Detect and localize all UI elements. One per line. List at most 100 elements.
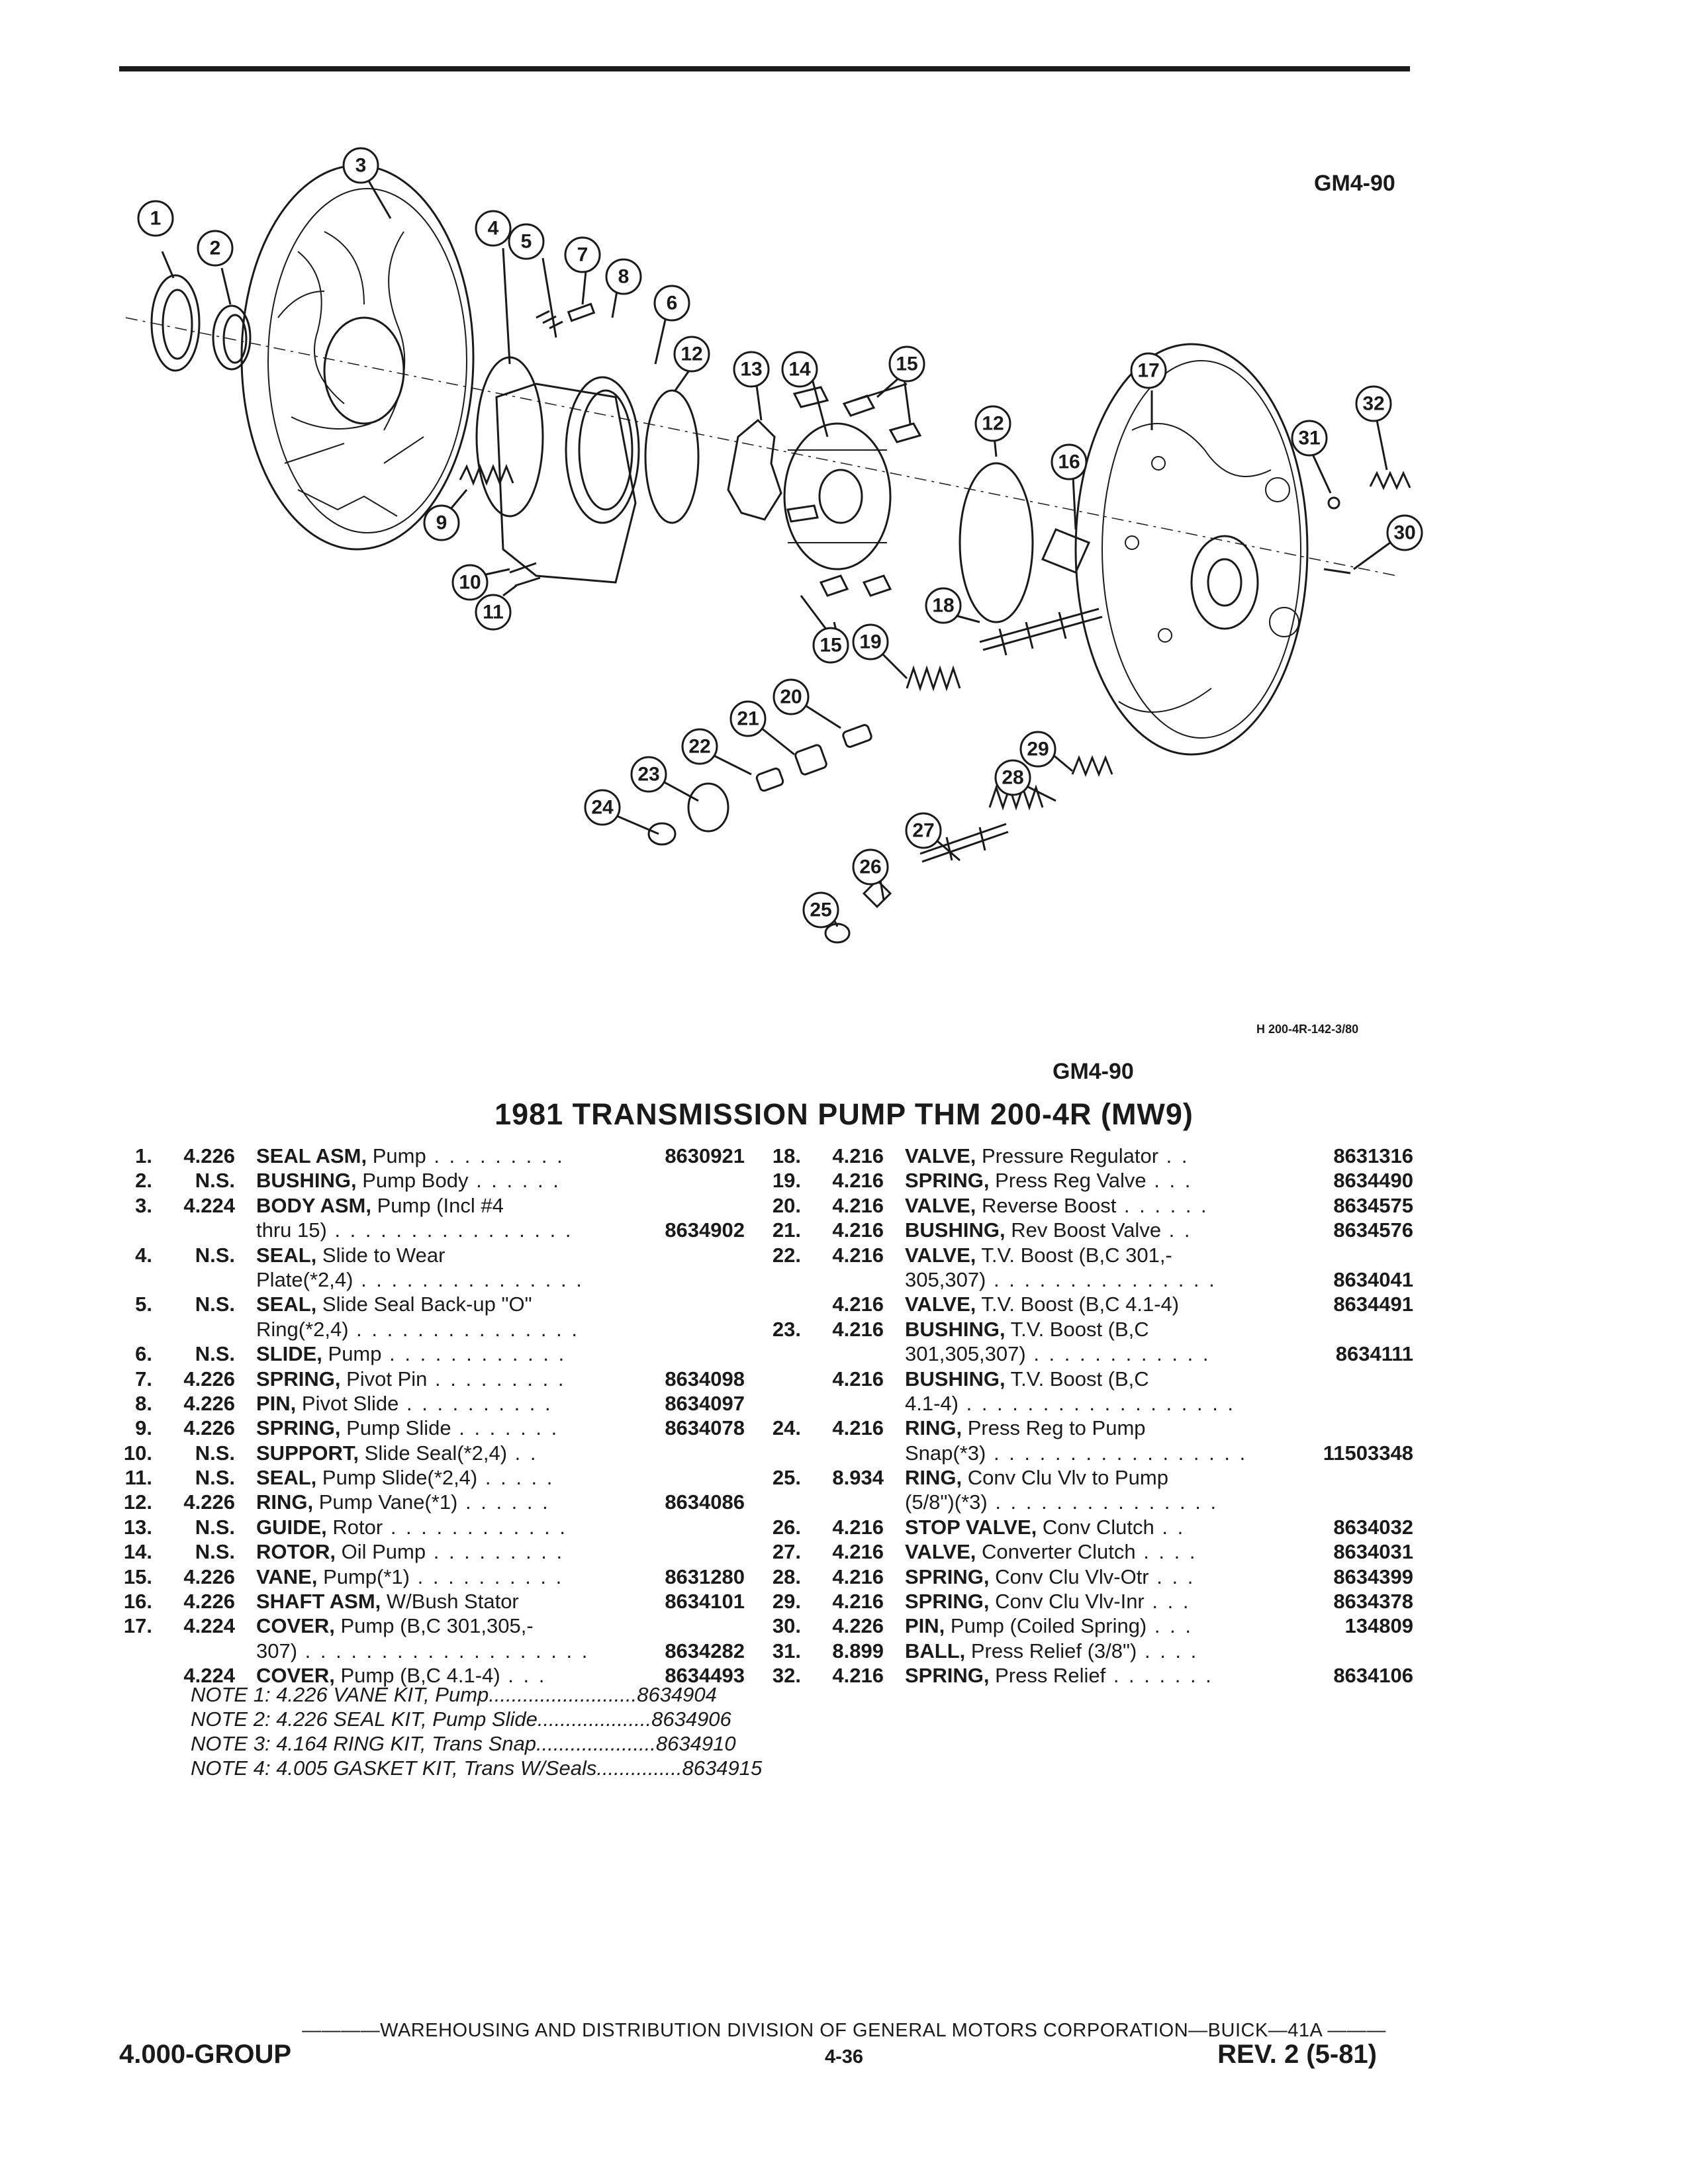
press-reg-snap-ring-part (647, 822, 677, 846)
part-name: GUIDE, (256, 1515, 327, 1539)
callout-28: 28 (1002, 767, 1023, 789)
part-description: SEAL, Slide to Wear (235, 1243, 745, 1267)
part-ref-number: 11. (124, 1466, 152, 1490)
part-name: BUSHING, (905, 1317, 1006, 1341)
part-description: 301,305,307) . . . . . . . . . . . . (884, 1342, 1336, 1366)
part-group-number (801, 1267, 884, 1292)
part-group-number (801, 1441, 884, 1465)
part-number: 8634098 (665, 1367, 745, 1390)
part-group-number (801, 1391, 884, 1416)
part-name: SUPPORT, (256, 1441, 359, 1465)
part-description-text: Conv Clu Vlv to Pump (962, 1466, 1168, 1490)
page-title: 1981 TRANSMISSION PUMP THM 200-4R (MW9) (494, 1097, 1194, 1131)
footer-revision: REV. 2 (5-81) (1217, 2040, 1377, 2069)
part-description-text: (5/8")(*3) (905, 1490, 988, 1514)
part-number: 8634399 (1333, 1565, 1413, 1588)
callout-31: 31 (1298, 428, 1320, 449)
part-name: SEAL, (256, 1466, 317, 1490)
part-group-number: 4.226 (183, 1490, 235, 1514)
part-description: Plate(*2,4) . . . . . . . . . . . . . . … (235, 1267, 745, 1292)
part-ref-number: 10. (123, 1441, 152, 1465)
footer-page-number: 4-36 (824, 2046, 864, 2068)
leader-dots: . . . . . . . . . (426, 1540, 565, 1564)
part-group-number (152, 1317, 235, 1342)
part-ref-number (99, 1663, 152, 1688)
part-name: SHAFT ASM, (256, 1590, 381, 1614)
part-name: RING, (256, 1490, 314, 1514)
part-number: 8634493 (665, 1664, 745, 1688)
tv-boost-valve-part (755, 767, 784, 792)
callout-1: 1 (150, 208, 162, 230)
part-name: BALL, (905, 1639, 966, 1662)
leader-dots: . . (1161, 1218, 1192, 1242)
part-description-text: T.V. Boost (B,C 4.1-4) (976, 1293, 1180, 1316)
part-group-number: 4.216 (832, 1243, 884, 1267)
slide-seal-part (475, 356, 544, 518)
part-number: 8634032 (1333, 1515, 1413, 1539)
footer-group: 4.000-GROUP (119, 2040, 292, 2069)
part-number: 8634106 (1333, 1664, 1413, 1688)
leader-dots: . . . (500, 1664, 547, 1688)
leader-dots: . . (1158, 1144, 1190, 1167)
part-description-text: Oil Pump (336, 1540, 426, 1564)
leader-dots: . . . (1149, 1565, 1196, 1588)
part-group-number: 4.216 (832, 1144, 884, 1167)
figure-ref-bottom: GM4-90 (1053, 1059, 1134, 1084)
callout-13: 13 (740, 359, 762, 381)
part-group-number: 4.224 (183, 1193, 235, 1217)
part-ref-number (748, 1391, 801, 1416)
leader-dots: . . . . . . . . . . . . . . . . . (986, 1441, 1248, 1465)
footer-division-line: ————WAREHOUSING AND DISTRIBUTION DIVISIO… (302, 2020, 1386, 2041)
part-group-number: N.S. (195, 1466, 235, 1490)
part-group-number: 4.226 (183, 1416, 235, 1440)
callout-labels: 1 2 3 4 5 7 8 6 12 13 14 15 12 16 17 32 … (150, 155, 1416, 921)
callout-18: 18 (932, 595, 954, 617)
callout-27: 27 (912, 820, 934, 842)
part-group-number: 4.224 (183, 1614, 235, 1638)
callout-3: 3 (355, 155, 367, 177)
part-description: SPRING, Conv Clu Vlv-Otr . . . (884, 1565, 1333, 1589)
part-description-text: Pump (B,C 4.1-4) (334, 1664, 500, 1688)
part-group-number: N.S. (195, 1342, 235, 1366)
part-description-text: Pump Slide(*2,4) (316, 1466, 478, 1490)
part-name: VALVE, (905, 1144, 976, 1167)
part-number: 8634576 (1333, 1218, 1413, 1242)
leader-dots: . . . . . . . (1105, 1664, 1213, 1688)
leader-dots: . . . . . . . . . . . . . . . (353, 1267, 584, 1291)
part-row: 307) . . . . . . . . . . . . . . . . . .… (99, 1639, 745, 1663)
leader-dots: . . . . . . . . . . . . . . . (348, 1317, 579, 1341)
part-ref-number: 15. (123, 1565, 152, 1588)
note-2: NOTE 2: 4.226 SEAL KIT, Pump Slide......… (191, 1707, 731, 1731)
leader-dots: . . (1154, 1515, 1186, 1539)
part-description-text: Ring(*2,4) (256, 1317, 349, 1341)
part-group-number: N.S. (195, 1243, 235, 1267)
part-description: PIN, Pump (Coiled Spring) . . . (884, 1614, 1345, 1638)
leader-dots: . . . . . . . . . (427, 1367, 566, 1390)
part-description-text: Slide to Wear (316, 1243, 445, 1267)
part-ref-number: 26. (772, 1515, 801, 1539)
part-description-text: Plate(*2,4) (256, 1267, 353, 1291)
part-name: BUSHING, (256, 1169, 357, 1193)
part-description: SEAL ASM, Pump . . . . . . . . . (235, 1144, 665, 1168)
part-ref-number: 16. (123, 1590, 152, 1614)
part-ref-number: 24. (772, 1416, 801, 1440)
part-number: 8630921 (665, 1144, 745, 1167)
rotor-part (783, 422, 892, 570)
part-group-number (801, 1490, 884, 1514)
slide-part (495, 383, 637, 584)
part-row: thru 15) . . . . . . . . . . . . . . . .… (99, 1218, 745, 1242)
part-number: 11503348 (1323, 1441, 1413, 1465)
part-description-text: Slide Seal(*2,4) (359, 1441, 508, 1465)
part-name: RING, (905, 1466, 962, 1490)
part-ref-number: 30. (772, 1614, 801, 1638)
part-description-text: Press Relief (3/8") (965, 1639, 1137, 1662)
callout-6: 6 (667, 293, 678, 314)
part-description: BODY ASM, Pump (Incl #4 (235, 1193, 745, 1218)
part-description: VANE, Pump(*1) . . . . . . . . . . (235, 1565, 665, 1589)
part-group-number: 4.216 (832, 1515, 884, 1539)
part-group-number: 4.216 (832, 1169, 884, 1193)
part-description: SPRING, Press Reg Valve . . . (884, 1168, 1333, 1193)
